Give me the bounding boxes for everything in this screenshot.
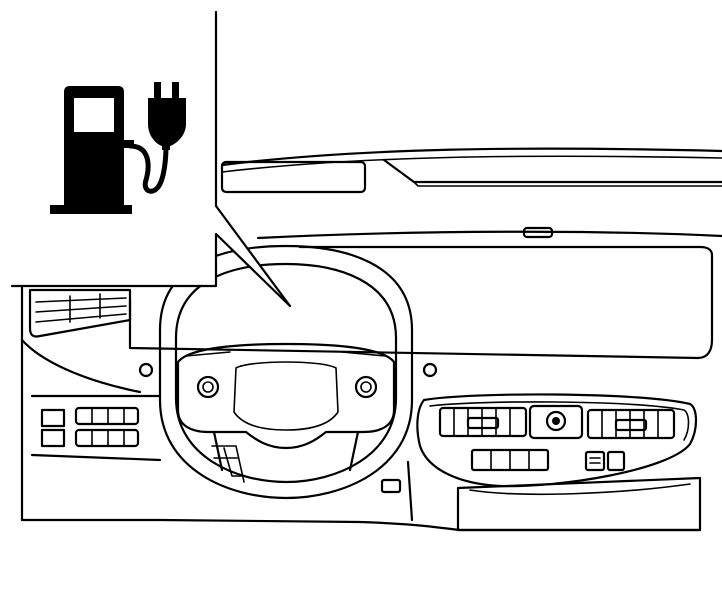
charging-plug-icon [127, 82, 186, 194]
fuel-pump-body [64, 86, 124, 205]
steering-column [211, 445, 245, 483]
hub-upper-trim [185, 351, 387, 357]
console-storage-lip [469, 483, 691, 496]
left-spoke-button-inner [202, 381, 214, 393]
display-hood-edge [256, 230, 722, 240]
left-vent-slat [35, 313, 127, 323]
climate-button [584, 450, 606, 472]
switch-divider [91, 429, 125, 447]
lower-switch [380, 478, 402, 494]
instrument-display [128, 245, 714, 360]
lower-dash-bottom [20, 518, 702, 532]
left-vent-slat [35, 297, 127, 303]
switch-button [74, 406, 140, 426]
hazard-button [545, 410, 567, 432]
right-dash-knob [422, 362, 438, 378]
dashboard-top-edge [220, 147, 722, 167]
upper-dash-shelf [382, 158, 722, 184]
vent-louver [453, 407, 511, 437]
right-spoke-button-inner [360, 381, 372, 393]
lower-dash-edge [30, 453, 162, 462]
callout-frame [10, 10, 292, 308]
right-spoke-button [354, 375, 378, 399]
knee-panel [406, 460, 414, 522]
plug-prong-left [154, 82, 161, 100]
lower-spoke [212, 430, 360, 472]
left-dash-knob [138, 362, 154, 378]
column-switch [223, 447, 245, 477]
steering-hub [176, 342, 396, 450]
defroster-vent [220, 160, 367, 194]
left-switch-bank [40, 406, 140, 448]
switch-button [40, 428, 66, 448]
switch-button [74, 428, 140, 448]
hazard-button-center [552, 417, 560, 425]
vent-louver [601, 409, 659, 439]
vent-frame [438, 406, 528, 438]
climate-button-row [470, 448, 626, 472]
upper-dash-shelf-inner [413, 181, 722, 187]
center-vent-right [586, 408, 676, 440]
plug-body [148, 98, 186, 150]
left-dash-contour [20, 338, 142, 394]
left-spoke-button [196, 375, 220, 399]
switch-button [40, 408, 66, 428]
plug-prong-right [172, 82, 179, 100]
center-vent-left [438, 406, 528, 438]
charging-cable [127, 143, 169, 194]
console-storage [456, 476, 702, 532]
callout [0, 0, 292, 308]
dashboard-top-inner-edge [221, 155, 722, 173]
steering-wheel-rim-inner [174, 262, 398, 484]
switch-divider [91, 407, 125, 425]
climate-button-mark [589, 457, 601, 464]
climate-button [606, 450, 626, 472]
climate-button-divider [490, 449, 530, 471]
left-vent-frame [28, 288, 132, 338]
steering-wheel [158, 244, 414, 500]
center-panel-inner [429, 401, 690, 441]
hazard-surround [528, 404, 584, 440]
vent-frame [586, 408, 676, 440]
left-vent-slat [35, 305, 127, 313]
fuel-pump-base [50, 205, 132, 214]
airbag-cover [233, 361, 339, 431]
dashboard [20, 147, 722, 532]
vent-tab [614, 418, 648, 432]
center-panel-outline [416, 393, 698, 488]
vent-tab [466, 416, 500, 430]
